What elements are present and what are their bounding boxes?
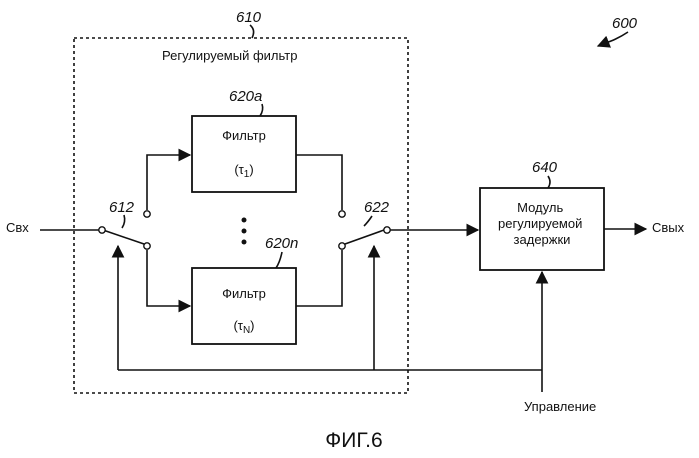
ref-612-leader	[122, 215, 125, 228]
switch-612-common	[99, 227, 105, 233]
ref-622-leader	[364, 216, 372, 226]
switch-622-common	[384, 227, 390, 233]
ref-620a-leader	[260, 104, 263, 116]
ref-620a-label: 620a	[229, 88, 262, 105]
switch-622-top-terminal	[339, 211, 345, 217]
ref-640-label: 640	[532, 159, 558, 176]
wire-620a-to-622	[296, 155, 342, 210]
filter-620n-title: Фильтр	[222, 286, 266, 301]
control-label: Управление	[524, 399, 596, 414]
switch-612-blade	[103, 230, 144, 244]
switch-622-bottom-terminal	[339, 243, 345, 249]
switch-622-blade	[345, 230, 384, 244]
adjustable-filter-title: Регулируемый фильтр	[162, 48, 297, 63]
ellipsis-dot	[242, 218, 247, 223]
ref-612-label: 612	[109, 199, 135, 216]
ref-640-leader	[548, 176, 550, 188]
switch-612-bottom-terminal	[144, 243, 150, 249]
ref-620n-label: 620n	[265, 235, 298, 252]
ref-610-leader	[250, 25, 254, 38]
ref-622-label: 622	[364, 199, 390, 216]
filter-620a-title: Фильтр	[222, 128, 266, 143]
wire-620n-to-622	[296, 250, 342, 306]
ellipsis-dot	[242, 229, 247, 234]
wire-612-to-620n	[147, 250, 190, 306]
ref-600-label: 600	[612, 15, 638, 32]
input-signal-label: Свх	[6, 220, 29, 235]
ref-610-label: 610	[236, 9, 262, 26]
switch-612-top-terminal	[144, 211, 150, 217]
ellipsis-dot	[242, 240, 247, 245]
figure-caption: ФИГ.6	[325, 429, 382, 452]
output-signal-label: Свых	[652, 220, 685, 235]
ref-600-arrow	[598, 32, 628, 46]
ref-620n-leader	[276, 252, 282, 268]
wire-612-to-620a	[147, 155, 190, 210]
